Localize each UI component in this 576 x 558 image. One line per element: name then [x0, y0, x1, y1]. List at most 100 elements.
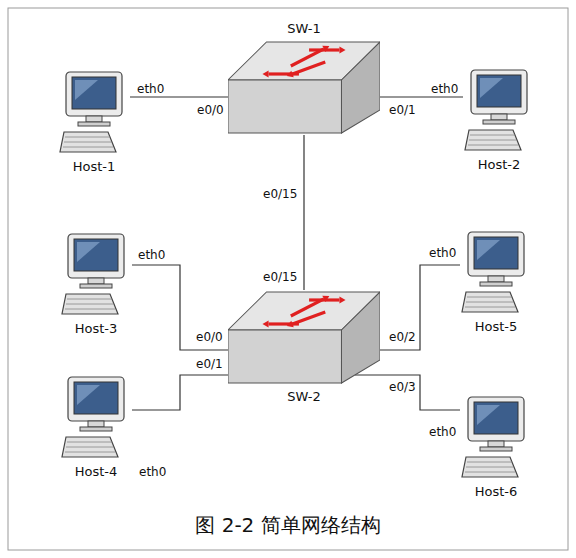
host-node: Host-3: [60, 232, 132, 317]
keyboard-keys: [65, 137, 110, 138]
switch-arrowhead: [287, 321, 294, 328]
keyboard: [465, 130, 521, 150]
outer-frame: [8, 8, 568, 550]
computer-icon: [60, 232, 132, 317]
monitor-case: [471, 70, 527, 114]
keyboard: [462, 457, 518, 477]
monitor-base: [80, 427, 112, 431]
network-cable: [132, 265, 228, 350]
computer-icon: [460, 230, 532, 315]
keyboard-keys: [65, 309, 115, 310]
keyboard-keys: [466, 467, 514, 468]
switch-arrow: [292, 62, 325, 74]
host-node: Host-5: [460, 230, 532, 315]
port-label: eth0: [138, 465, 167, 479]
switch-node: SW-1: [228, 40, 380, 135]
keyboard-keys: [66, 447, 114, 448]
network-cable: [130, 96, 228, 97]
switch-arrow: [309, 48, 339, 51]
switch-arrowhead: [262, 321, 268, 328]
device-name: Host-1: [73, 159, 116, 174]
monitor-stand: [488, 441, 504, 447]
switch-icon: [228, 40, 380, 135]
port-label: eth0: [137, 248, 166, 262]
switch-arrowhead: [339, 297, 345, 304]
keyboard-keys: [64, 142, 112, 143]
monitor-screen: [477, 75, 521, 107]
device-name: Host-6: [475, 484, 518, 499]
screen-glare: [77, 385, 100, 405]
switch-front: [228, 330, 341, 383]
monitor-screen: [72, 77, 116, 109]
network-cable: [380, 96, 463, 97]
keyboard-keys: [66, 304, 114, 305]
keyboard: [62, 294, 118, 314]
keyboard-keys: [67, 442, 112, 443]
keyboard-keys: [67, 299, 112, 300]
monitor-stand: [488, 276, 504, 282]
port-label: e0/1: [195, 357, 224, 371]
network-cable: [303, 135, 304, 290]
monitor-case: [68, 234, 124, 278]
keyboard-keys: [470, 135, 515, 136]
device-name: Host-3: [75, 321, 118, 336]
monitor-base: [78, 122, 110, 126]
monitor-stand: [88, 421, 104, 427]
keyboard: [60, 132, 116, 152]
monitor-base: [483, 120, 515, 124]
figure-caption: 图 2-2 简单网络结构: [0, 512, 576, 539]
monitor-stand: [86, 116, 102, 122]
screen-glare: [77, 242, 100, 262]
switch-arrow: [309, 298, 339, 301]
port-label: e0/2: [388, 330, 417, 344]
port-label: eth0: [428, 246, 457, 260]
switch-arrowhead: [262, 71, 268, 78]
switch-node: SW-2: [228, 290, 380, 385]
device-name: SW-1: [287, 21, 321, 36]
keyboard-keys: [465, 307, 515, 308]
device-name: Host-2: [478, 157, 521, 172]
screen-glare: [477, 405, 500, 425]
port-label: e0/15: [262, 187, 298, 201]
computer-icon: [58, 70, 130, 155]
screen-glare: [477, 240, 500, 260]
monitor-case: [66, 72, 122, 116]
monitor-screen: [74, 239, 118, 271]
keyboard-keys: [63, 147, 113, 148]
keyboard-keys: [468, 145, 518, 146]
keyboard-keys: [465, 472, 515, 473]
monitor-base: [480, 447, 512, 451]
port-label: eth0: [136, 82, 165, 96]
port-label: e0/3: [388, 380, 417, 394]
switch-side: [341, 292, 380, 383]
network-cable: [132, 375, 228, 410]
monitor-screen: [474, 402, 518, 434]
monitor-case: [68, 377, 124, 421]
screen-glare: [75, 80, 98, 100]
computer-icon: [60, 375, 132, 460]
port-label: eth0: [430, 82, 459, 96]
network-cable: [355, 375, 460, 410]
monitor-screen: [74, 382, 118, 414]
device-name: Host-4: [75, 464, 118, 479]
switch-arrow: [292, 312, 325, 324]
switch-icon: [228, 290, 380, 385]
monitor-base: [80, 284, 112, 288]
keyboard-keys: [469, 140, 517, 141]
port-label: e0/0: [196, 103, 225, 117]
host-node: Host-4: [60, 375, 132, 460]
computer-icon: [463, 68, 535, 153]
monitor-case: [468, 397, 524, 441]
host-node: Host-1: [58, 70, 130, 155]
switch-front: [228, 80, 341, 133]
keyboard-keys: [65, 452, 115, 453]
host-node: Host-2: [463, 68, 535, 153]
network-cable: [380, 265, 460, 350]
host-node: Host-6: [460, 395, 532, 480]
keyboard-keys: [467, 297, 512, 298]
keyboard: [462, 292, 518, 312]
keyboard: [62, 437, 118, 457]
monitor-stand: [88, 278, 104, 284]
port-label: eth0: [428, 425, 457, 439]
keyboard-keys: [467, 462, 512, 463]
